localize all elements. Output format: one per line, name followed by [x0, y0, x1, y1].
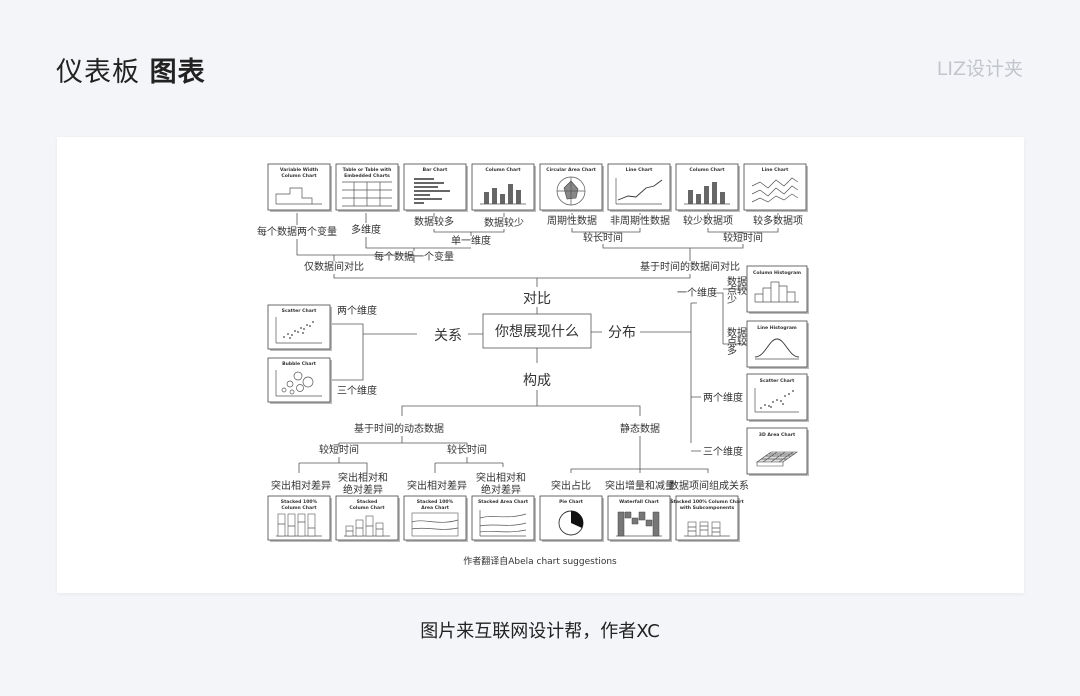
thumb-circular-area: Circular Area Chart	[539, 163, 604, 212]
diagram-label-diagram-composition-rel_diff_1: 突出相对差异	[271, 479, 331, 492]
thumb-scatter-chart-distribution: Scatter Chart	[746, 373, 809, 422]
diagram-label-diagram-distribution-thumbs-1-title1: Line Histogram	[757, 325, 797, 331]
diagram-label-diagram-distribution-two_vars: 两个维度	[703, 391, 743, 404]
diagram-label-diagram-compare-labels-non_cyclic: 非周期性数据	[610, 214, 670, 227]
diagram-label-diagram-distribution-thumbs-2-title1: Scatter Chart	[760, 378, 796, 384]
chart-selection-diagram: Variable Width Column Chart Table or Tab…	[257, 163, 809, 567]
thumb-variable-width-column: Variable Width Column Chart	[267, 163, 332, 212]
thumb-bar-chart: Bar Chart	[403, 163, 468, 212]
thumb-line-histogram: Line Histogram	[746, 320, 809, 369]
diagram-label-diagram-compare-thumbs-5-title1: Line Chart	[626, 167, 653, 173]
diagram-label-diagram-distribution-many_points_l2: 点较	[727, 335, 747, 348]
diagram-label-diagram-relation-thumbs-1-title1: Bubble Chart	[282, 361, 317, 367]
diagram-label-diagram-composition-thumbs-6-title2: with Subcomponents	[680, 505, 735, 511]
diagram-label-diagram-composition-thumbs-2-title1: Stacked 100%	[417, 499, 454, 505]
diagram-label-diagram-compare-thumbs-1-title2: Embedded Charts	[344, 173, 390, 179]
diagram-label-diagram-compare-thumbs-4-title1: Circular Area Chart	[546, 167, 596, 173]
diagram-label-diagram-composition-share: 突出占比	[551, 479, 591, 492]
thumb-table-embedded: Table or Table with Embedded Charts	[335, 163, 400, 212]
diagram-label-diagram-distribution-many_points_l1: 数据	[727, 326, 747, 339]
thumb-bubble-chart: Bubble Chart	[267, 357, 332, 404]
diagram-credit: 作者翻译自Abela chart suggestions	[463, 555, 617, 567]
page-title-regular: 仪表板	[56, 57, 140, 88]
thumb-3d-area-chart: 3D Area Chart	[746, 427, 809, 476]
diagram-label-diagram-compare-labels-long_time: 较长时间	[583, 231, 623, 244]
diagram-label-diagram-compare-thumbs-3-title1: Column Chart	[485, 167, 521, 173]
diagram-label-diagram-distribution-single_var: 一个维度	[677, 286, 717, 299]
diagram-label-diagram-composition-thumbs-1-title1: Stacked	[357, 499, 378, 505]
diagram-label-diagram-composition-thumbs-3-title1: Stacked Area Chart	[478, 499, 529, 505]
diagram-label-diagram-composition-thumbs-0-title2: Column Chart	[281, 505, 317, 511]
diagram-label-diagram-composition-thumbs-1-title2: Column Chart	[349, 505, 385, 511]
diagram-label-diagram-composition-rel_abs_2_l2: 绝对差异	[481, 483, 521, 496]
diagram-label-diagram-compare-thumbs-0-title1: Variable Width	[280, 167, 318, 173]
thumb-column-chart: Column Chart	[471, 163, 536, 212]
image-caption: 图片来互联网设计帮，作者XC	[420, 621, 660, 642]
diagram-label-diagram-compare-labels-many_points: 较多数据项	[753, 214, 803, 227]
diagram-label-diagram-compare-labels-single_dim: 单一维度	[451, 234, 491, 247]
diagram-label-diagram-distribution-few_points_l3: 少	[727, 294, 737, 306]
page-title-bold: 图表	[149, 57, 206, 88]
diagram-label-diagram-distribution-thumbs-0-title1: Column Histogram	[753, 270, 801, 276]
thumb-stacked-area: Stacked Area Chart	[471, 495, 536, 542]
diagram-label-diagram-compare-labels-among_items: 仅数据间对比	[304, 260, 364, 273]
thumb-stacked-100-area: Stacked 100% Area Chart	[403, 495, 468, 542]
thumb-stacked-100-column: Stacked 100% Column Chart	[267, 495, 332, 542]
diagram-label-diagram-compare-thumbs-6-title1: Column Chart	[689, 167, 725, 173]
diagram-label-diagram-compare-labels-few_items: 数据较少	[484, 216, 524, 229]
diagram-label-diagram-distribution-three_vars: 三个维度	[703, 445, 743, 458]
diagram-label-diagram-composition-components: 数据项间组成关系	[669, 479, 749, 492]
diagram-label-diagram-composition-accumulation: 突出增量和减量	[605, 479, 675, 492]
thumb-waterfall-chart: Waterfall Chart	[607, 495, 672, 542]
diagram-label-diagram-compare-labels-multi_dim: 多维度	[351, 223, 381, 236]
diagram-label-diagram-compare-labels-over_time: 基于时间的数据间对比	[640, 260, 740, 273]
diagram-label-diagram-relation-two_vars: 两个维度	[337, 304, 377, 317]
diagram-label-diagram-composition-static: 静态数据	[620, 422, 660, 435]
diagram-label-diagram-composition-few_periods: 较短时间	[319, 443, 359, 456]
diagram-label-diagram-relation-three_vars: 三个维度	[337, 384, 377, 397]
diagram-label-diagram-branches-relation: 关系	[434, 328, 462, 344]
diagram-label-diagram-relation-thumbs-0-title1: Scatter Chart	[282, 308, 318, 314]
diagram-label-diagram-compare-labels-cyclic: 周期性数据	[547, 214, 597, 227]
diagram-label-diagram-composition-thumbs-2-title2: Area Chart	[421, 505, 450, 511]
diagram-label-diagram-compare-thumbs-0-title2: Column Chart	[281, 173, 317, 179]
diagram-label-diagram-compare-thumbs-2-title1: Bar Chart	[423, 167, 448, 173]
diagram-label-diagram-composition-many_periods: 较长时间	[447, 443, 487, 456]
thumb-stacked-100-subcomponents: Stacked 100% Column Chart with Subcompon…	[670, 495, 744, 542]
diagram-label-diagram-compare-labels-two_var_per_item: 每个数据两个变量	[257, 225, 337, 238]
diagram-label-diagram-branches-compare: 对比	[523, 291, 551, 307]
diagram-label-diagram-distribution-many_points_l3: 多	[727, 344, 737, 357]
diagram-label-diagram-compare-labels-many_items: 数据较多	[414, 215, 454, 228]
diagram-label-diagram-composition-thumbs-6-title1: Stacked 100% Column Chart	[670, 499, 744, 505]
chart-selection-diagram-card: Variable Width Column Chart Table or Tab…	[57, 137, 1024, 593]
diagram-label-diagram-composition-rel_diff_2: 突出相对差异	[407, 479, 467, 492]
diagram-label-diagram-composition-rel_abs_2_l1: 突出相对和	[476, 471, 526, 484]
thumb-scatter-chart-relation: Scatter Chart	[267, 304, 332, 351]
diagram-label-diagram-composition-rel_abs_1_l2: 绝对差异	[343, 483, 383, 496]
diagram-label-diagram-compare-thumbs-1-title1: Table or Table with	[343, 167, 392, 173]
diagram-label-diagram-compare-thumbs-7-title1: Line Chart	[762, 167, 789, 173]
thumb-line-chart-1: Line Chart	[607, 163, 672, 212]
page-title: 仪表板 图表	[56, 50, 206, 89]
diagram-label-diagram-branches-distribution: 分布	[608, 325, 636, 341]
diagram-label-diagram-compare-labels-short_time: 较短时间	[723, 231, 763, 244]
diagram-label-diagram-branches-composition: 构成	[523, 373, 551, 389]
diagram-label-diagram-composition-thumbs-0-title1: Stacked 100%	[281, 499, 318, 505]
diagram-label-diagram-center: 你想展现什么	[495, 324, 579, 340]
thumb-stacked-column: Stacked Column Chart	[335, 495, 400, 542]
diagram-label-diagram-composition-rel_abs_1_l1: 突出相对和	[338, 471, 388, 484]
diagram-label-diagram-composition-thumbs-5-title1: Waterfall Chart	[619, 499, 659, 505]
thumb-column-chart-2: Column Chart	[675, 163, 740, 212]
diagram-label-diagram-distribution-few_points_l1: 数据	[727, 275, 747, 288]
thumb-line-chart-2: Line Chart	[743, 163, 808, 212]
diagram-label-diagram-compare-labels-few_points: 较少数据项	[683, 214, 733, 227]
thumb-pie-chart: Pie Chart	[539, 495, 604, 542]
diagram-label-diagram-composition-thumbs-4-title1: Pie Chart	[559, 499, 584, 505]
thumb-column-histogram: Column Histogram	[746, 265, 809, 314]
diagram-label-diagram-composition-dynamic: 基于时间的动态数据	[354, 422, 444, 435]
brand-logo-text: LIZ设计夹	[936, 58, 1023, 80]
diagram-label-diagram-distribution-thumbs-3-title1: 3D Area Chart	[759, 432, 796, 438]
diagram-label-diagram-distribution-few_points_l2: 点较	[727, 284, 747, 297]
